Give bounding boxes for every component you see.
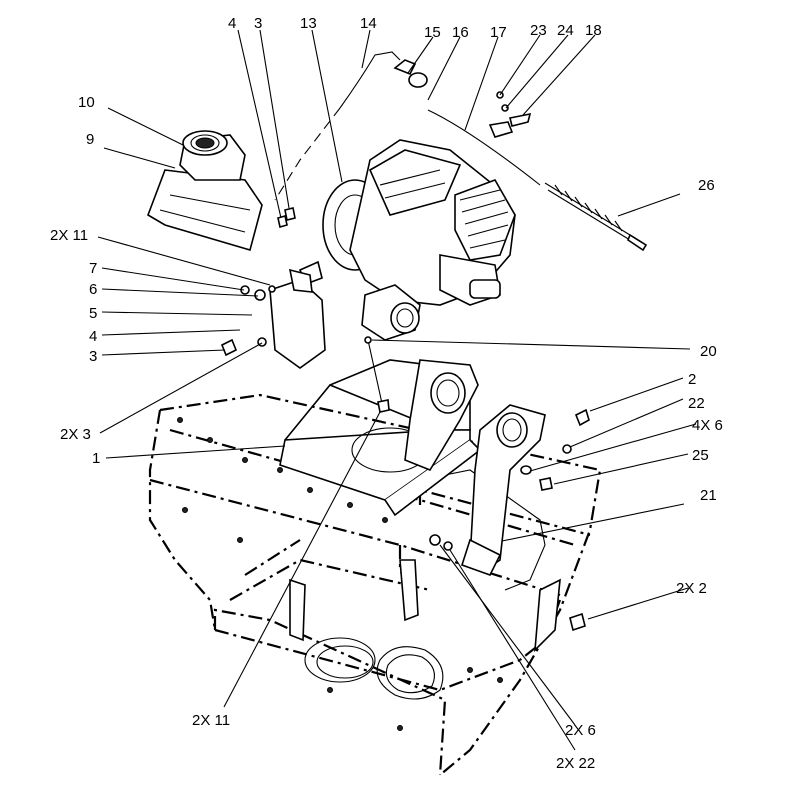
callout-21: 21 [700, 487, 717, 504]
callout-26: 26 [698, 177, 715, 194]
callout-2x22: 2X 22 [556, 755, 595, 772]
callout-9: 9 [86, 131, 94, 148]
callout-4x6: 4X 6 [692, 417, 723, 434]
callout-14: 14 [360, 15, 377, 32]
callout-15: 15 [424, 24, 441, 41]
callout-2x6: 2X 6 [565, 722, 596, 739]
fuel-line [274, 51, 401, 201]
callout-labels: 1 2 2X 2 3 3 2X 3 4 4 4X 6 2X 6 5 6 7 9 … [50, 15, 723, 772]
fuel-tank [147, 130, 263, 251]
callout-17: 17 [490, 24, 507, 41]
callout-10: 10 [78, 94, 95, 111]
callout-3-left: 3 [89, 348, 97, 365]
rod [364, 336, 384, 409]
callout-24: 24 [557, 22, 574, 39]
callout-2x11-left: 2X 11 [50, 227, 88, 244]
callout-2x11-bottom: 2X 11 [192, 712, 230, 729]
callout-2x2: 2X 2 [676, 580, 707, 597]
callout-16: 16 [452, 24, 469, 41]
callout-18: 18 [585, 22, 602, 39]
callout-20: 20 [700, 343, 717, 360]
callout-25: 25 [692, 447, 709, 464]
engine [298, 139, 516, 341]
callout-23: 23 [530, 22, 547, 39]
callout-6: 6 [89, 281, 97, 298]
auger-housing [148, 393, 602, 776]
callout-13: 13 [300, 15, 317, 32]
callout-5: 5 [89, 305, 97, 322]
callout-4-left: 4 [89, 328, 97, 345]
callout-22: 22 [688, 395, 705, 412]
callout-2x3: 2X 3 [60, 426, 91, 443]
leader-lines [97, 29, 697, 751]
callout-2: 2 [688, 371, 696, 388]
callout-1: 1 [92, 450, 100, 467]
callout-7: 7 [89, 260, 97, 277]
callout-4-top: 4 [228, 15, 236, 32]
callout-3-top: 3 [254, 15, 262, 32]
tank-bracket [269, 268, 326, 369]
pivot-arm [461, 404, 546, 576]
control-rod [393, 59, 648, 252]
mounting-bracket [279, 359, 482, 517]
